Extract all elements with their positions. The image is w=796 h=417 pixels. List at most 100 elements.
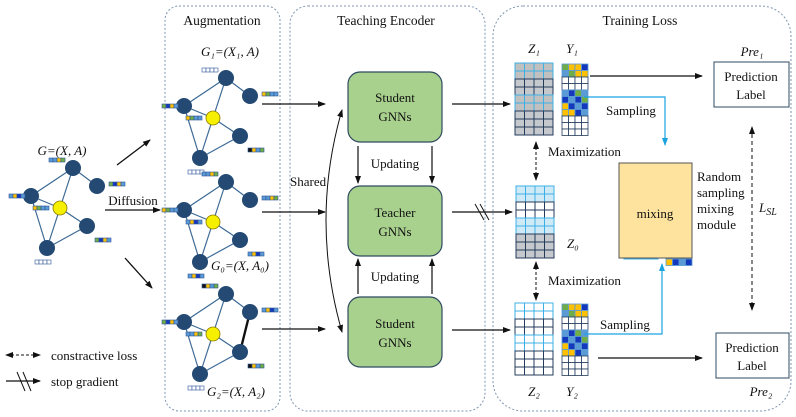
matrix-cell <box>514 126 525 136</box>
label-cell <box>568 76 576 84</box>
label-cell <box>581 329 589 337</box>
feature-cell <box>44 205 50 211</box>
graph-node-icon <box>176 98 192 114</box>
matrix-cell <box>524 334 535 344</box>
matrix-cell <box>544 249 555 259</box>
g2-label: G₂=(X, A₂) <box>207 384 265 399</box>
matrix-cell <box>524 366 535 376</box>
label-cell <box>574 349 582 357</box>
feature-cell <box>209 283 215 289</box>
matrix-cell <box>534 201 545 211</box>
label-cell <box>561 89 569 97</box>
pred2-line2: Label <box>737 358 767 373</box>
feature-cell <box>273 307 279 313</box>
feature-cell <box>197 331 203 337</box>
matrix-cell <box>544 233 555 243</box>
feature-cell <box>108 181 114 187</box>
feature-cell <box>42 259 48 265</box>
center-node-icon <box>205 110 221 126</box>
feature-cell <box>36 205 42 211</box>
label-cell <box>574 115 582 123</box>
graph-node-icon <box>192 366 208 382</box>
z1-label: Z₁ <box>528 41 540 56</box>
graph-edge <box>30 167 74 197</box>
maximization-label-2: Maximization <box>548 273 621 288</box>
feature-cell <box>255 363 261 369</box>
graph-edge <box>183 77 227 107</box>
matrix-cell <box>524 326 535 336</box>
center-node-icon <box>52 200 68 216</box>
label-cell <box>685 258 693 266</box>
prediction-box-1: Prediction Label <box>713 61 790 108</box>
label-cell <box>581 336 589 344</box>
label-cell <box>574 342 582 350</box>
label-cell <box>568 362 576 370</box>
graph-edge <box>183 209 201 263</box>
label-cell <box>568 368 576 376</box>
pred2-line1: Prediction <box>725 340 779 355</box>
matrix-cell <box>533 342 544 352</box>
label-cell <box>581 63 589 71</box>
feature-cell <box>46 259 52 265</box>
matrix-cell <box>514 310 525 320</box>
matrix-cell <box>543 126 554 136</box>
matrix-cell <box>533 110 544 120</box>
feature-vector-icon <box>185 219 203 225</box>
matrix-cell <box>533 126 544 136</box>
feature-cell <box>259 147 265 153</box>
feature-cell <box>34 259 40 265</box>
feature-cell <box>261 307 267 313</box>
matrix-cell <box>515 217 526 227</box>
feature-vector-icon <box>185 115 203 121</box>
label-cell <box>561 329 569 337</box>
g1-label: G₁=(X₁, A) <box>201 44 259 59</box>
feature-cell <box>189 115 195 121</box>
sampling-line-2 <box>584 263 665 335</box>
label-cell <box>561 310 569 318</box>
input-graph-label: G=(X, A) <box>38 143 87 158</box>
feature-vector-icon <box>187 385 205 391</box>
feature-cell <box>261 91 267 97</box>
matrix-cell <box>515 185 526 195</box>
feature-vector-icon <box>187 273 205 279</box>
graph-edge <box>183 293 227 323</box>
feature-cell <box>273 91 279 97</box>
graph-node-icon <box>89 178 105 194</box>
feature-cell <box>38 259 44 265</box>
matrix-cell <box>524 350 535 360</box>
label-cell <box>678 258 686 266</box>
y1-matrix <box>561 63 589 136</box>
matrix-cell <box>524 102 535 112</box>
graph-edge <box>183 321 201 375</box>
matrix-cell <box>524 342 535 352</box>
student-2-line1: Student <box>375 316 415 331</box>
matrix-cell <box>544 193 555 203</box>
matrix-cell <box>534 193 545 203</box>
feature-cell <box>255 251 261 257</box>
label-cell <box>581 342 589 350</box>
label-cell <box>568 323 576 331</box>
matrix-cell <box>533 366 544 376</box>
diffusion-label: Diffusion <box>108 193 158 208</box>
label-cell <box>561 368 569 376</box>
feature-vector-icon <box>48 157 66 163</box>
feature-cell <box>165 103 171 109</box>
feature-cell <box>161 319 167 325</box>
lsl-subscript: SL <box>766 207 777 218</box>
matrix-cell <box>543 350 554 360</box>
matrix-cell <box>524 358 535 368</box>
y2-label: Y₂ <box>566 384 578 399</box>
feature-cell <box>205 283 211 289</box>
label-cell <box>574 96 582 104</box>
feature-cell <box>213 171 219 177</box>
label-cell <box>568 329 576 337</box>
matrix-cell <box>533 118 544 128</box>
feature-cell <box>195 385 201 391</box>
label-cell <box>574 310 582 318</box>
feature-cell <box>209 67 215 73</box>
matrix-cell <box>515 249 526 259</box>
graph-node-icon <box>242 88 258 104</box>
feature-vector-icon <box>261 91 279 97</box>
label-cell <box>561 109 569 117</box>
